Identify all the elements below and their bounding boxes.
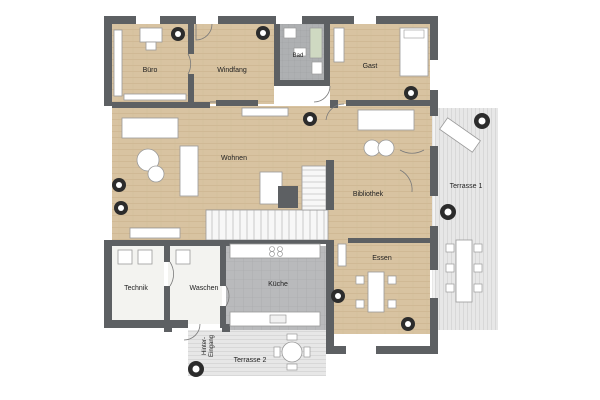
dining-table <box>367 271 385 313</box>
side-table <box>147 165 165 183</box>
library-sofa <box>357 109 415 131</box>
office-shelf <box>123 93 187 101</box>
plant-icon <box>114 201 128 215</box>
washbasin <box>293 47 307 57</box>
walls <box>104 16 438 354</box>
label-technik: Technik <box>124 285 148 292</box>
shower <box>309 27 323 59</box>
terrace-2-chairs <box>273 333 311 371</box>
terrace-2-deck <box>188 330 326 376</box>
label-wohnen: Wohnen <box>221 155 247 162</box>
label-waschen: Waschen <box>190 285 219 292</box>
label-windfang: Windfang <box>217 67 247 74</box>
label-gast: Gast <box>363 63 378 70</box>
plant-icon <box>401 317 415 331</box>
label-hinter-line1: Hinter- <box>202 337 208 355</box>
plant-icon <box>474 113 490 129</box>
guest-pillow <box>403 29 425 39</box>
label-essen: Essen <box>372 255 392 262</box>
terrace-table <box>455 239 473 303</box>
label-terrasse1: Terrasse 1 <box>450 183 483 190</box>
plant-icon <box>256 26 270 40</box>
windows <box>107 19 435 351</box>
label-buero: Büro <box>143 67 158 74</box>
label-terrasse2: Terrasse 2 <box>234 357 267 364</box>
plant-icon <box>404 86 418 100</box>
sideboard <box>241 107 289 117</box>
coffee-table <box>136 148 160 172</box>
plant-icon <box>303 112 317 126</box>
terrace-chairs <box>445 243 483 293</box>
fireplace-core <box>278 186 298 208</box>
technik-unit-2 <box>137 249 153 265</box>
sideboard-low <box>129 227 181 239</box>
plant-icon <box>188 361 204 377</box>
toilet <box>283 27 297 39</box>
bath-cabinet <box>311 61 323 75</box>
office-chair <box>145 41 157 51</box>
plant-icon <box>112 178 126 192</box>
stair-upper-treads <box>302 169 326 207</box>
sofa-side <box>179 145 199 197</box>
kitchen-sink <box>269 314 287 324</box>
plant-icon <box>331 289 345 303</box>
sun-lounger <box>439 117 481 153</box>
terrace-2-table <box>281 341 303 363</box>
kitchen-counter-top <box>229 243 321 259</box>
sofa <box>121 117 179 139</box>
label-hinter-line2: Eingang <box>209 335 215 357</box>
technik-unit <box>117 249 133 265</box>
dining-chairs <box>355 275 397 309</box>
stair-treads <box>211 210 325 240</box>
plant-icon <box>440 204 456 220</box>
staircase <box>205 209 329 241</box>
guest-desk <box>333 27 345 63</box>
doors <box>169 23 425 341</box>
library-table-2 <box>377 139 395 157</box>
stove-burners <box>269 246 283 257</box>
washing-machine <box>175 249 191 265</box>
office-sofa <box>113 29 123 97</box>
office-desk <box>139 27 163 43</box>
label-bad: Bad <box>293 53 304 59</box>
plant-icon <box>171 27 185 41</box>
label-bibliothek: Bibliothek <box>353 191 384 198</box>
dining-cabinet <box>337 243 347 267</box>
label-kueche: Küche <box>268 281 288 288</box>
